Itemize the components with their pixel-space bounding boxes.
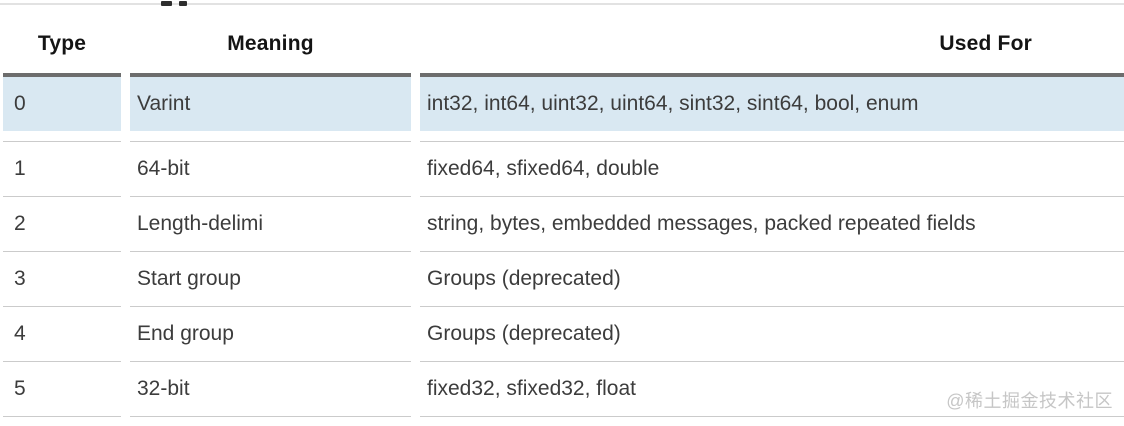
bottom-border-segment	[3, 416, 121, 417]
cell-meaning: 64-bit	[130, 141, 411, 196]
bottom-border-segment	[420, 416, 1124, 417]
cell-used-for: Groups (deprecated)	[420, 251, 1124, 306]
column-header-type: Type	[37, 32, 87, 55]
row-spacer	[3, 131, 1124, 141]
cropped-heading-remnant-mark	[161, 1, 172, 6]
table-row: 2 Length-delimi string, bytes, embedded …	[3, 196, 1124, 251]
table-header-row: Type Meaning Used For	[3, 0, 1124, 73]
wire-type-table: Type Meaning Used For 0 Varint int32, in…	[3, 0, 1124, 417]
cell-meaning: Varint	[130, 73, 411, 131]
cell-used-for: Groups (deprecated)	[420, 306, 1124, 361]
cell-type: 2	[3, 196, 121, 251]
cell-used-for: fixed64, sfixed64, double	[420, 141, 1124, 196]
cell-type: 3	[3, 251, 121, 306]
cropped-heading-remnant-line	[0, 3, 1124, 5]
watermark: @稀土掘金技术社区	[946, 391, 1113, 411]
cell-meaning: End group	[130, 306, 411, 361]
cell-type: 5	[3, 361, 121, 416]
cell-type: 4	[3, 306, 121, 361]
table-row: 3 Start group Groups (deprecated)	[3, 251, 1124, 306]
column-header-meaning: Meaning	[227, 32, 314, 55]
table-row: 0 Varint int32, int64, uint32, uint64, s…	[3, 73, 1124, 131]
table-bottom-border	[3, 416, 1124, 417]
cell-type: 0	[3, 73, 121, 131]
cell-meaning: Length-delimi	[130, 196, 411, 251]
cell-meaning: Start group	[130, 251, 411, 306]
cell-used-for: string, bytes, embedded messages, packed…	[420, 196, 1124, 251]
bottom-border-segment	[130, 416, 411, 417]
table-row: 1 64-bit fixed64, sfixed64, double	[3, 141, 1124, 196]
column-header-used-for: Used For	[939, 32, 1032, 55]
table-row: 5 32-bit fixed32, sfixed32, float	[3, 361, 1124, 416]
cell-type: 1	[3, 141, 121, 196]
cell-used-for: int32, int64, uint32, uint64, sint32, si…	[420, 73, 1124, 131]
table-row: 4 End group Groups (deprecated)	[3, 306, 1124, 361]
cropped-heading-remnant-mark	[179, 1, 187, 6]
cell-used-for: fixed32, sfixed32, float	[420, 361, 1124, 416]
cell-meaning: 32-bit	[130, 361, 411, 416]
